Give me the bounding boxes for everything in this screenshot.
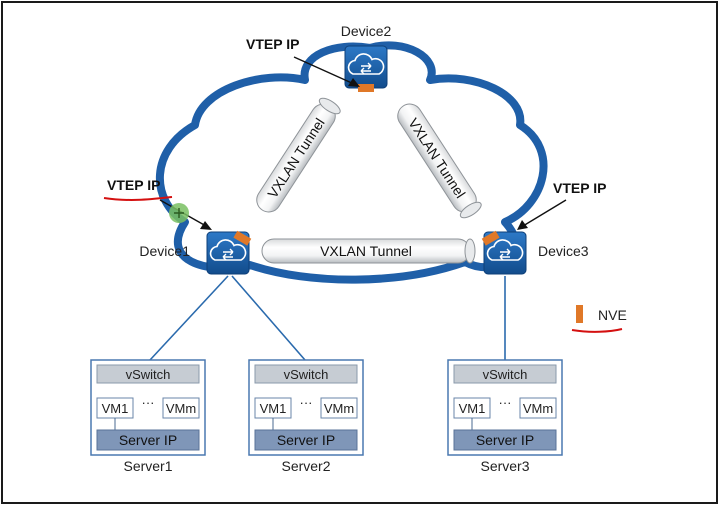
server1-name: Server1 (123, 458, 172, 474)
device3[interactable] (481, 230, 527, 275)
vtep-underline-device1 (103, 196, 173, 201)
nve-marker-device2 (358, 84, 374, 92)
device1[interactable] (206, 230, 252, 275)
vtep-arrow-device2 (293, 56, 355, 85)
nve-marker-device1 (233, 230, 252, 246)
device2-label: Device2 (341, 23, 392, 39)
server-3[interactable]: vSwitch VM1 ··· VMm Server IP (447, 359, 563, 456)
device2[interactable] (344, 45, 388, 92)
tunnel-bottom-label: VXLAN Tunnel (320, 243, 412, 259)
tunnel-left: VXLAN Tunnel (256, 97, 341, 213)
vswitch-label: vSwitch (284, 367, 329, 382)
server-links (149, 275, 506, 361)
vtep-arrow-device3 (522, 199, 567, 227)
vmm-label: VMm (324, 401, 354, 416)
server3-name: Server3 (480, 458, 529, 474)
server-2[interactable]: vSwitch VM1 ··· VMm Server IP (248, 359, 364, 456)
device3-label: Device3 (538, 243, 589, 259)
legend: NVE (571, 305, 627, 333)
server2-name: Server2 (281, 458, 330, 474)
vm1-label: VM1 (260, 401, 287, 416)
tunnel-right-label: VXLAN Tunnel (405, 115, 468, 201)
nve-marker-device3 (481, 230, 500, 246)
vswitch-label: vSwitch (126, 367, 171, 382)
server-1[interactable]: vSwitch VM1 ··· VMm Server IP (90, 359, 206, 456)
vm1-label: VM1 (459, 401, 486, 416)
device1-label: Device1 (139, 243, 190, 259)
tunnel-right: VXLAN Tunnel (397, 103, 482, 219)
arrowhead-icon (348, 78, 360, 87)
vm-dots: ··· (499, 395, 512, 410)
vm-dots: ··· (142, 395, 155, 410)
vswitch-label: vSwitch (483, 367, 528, 382)
cursor-plus-icon (169, 203, 189, 223)
tunnel-left-label: VXLAN Tunnel (264, 115, 327, 201)
vtep-label-device3: VTEP IP (553, 180, 606, 196)
vmm-label: VMm (166, 401, 196, 416)
arrowhead-icon (200, 221, 212, 230)
vmm-label: VMm (523, 401, 553, 416)
nve-legend-swatch (576, 305, 583, 323)
vtep-label-device2: VTEP IP (246, 36, 299, 52)
vtep-label-device1: VTEP IP (107, 177, 160, 193)
vm-dots: ··· (300, 395, 313, 410)
server-ip-label: Server IP (476, 432, 534, 448)
server-ip-label: Server IP (277, 432, 335, 448)
arrowhead-icon (517, 220, 528, 230)
nve-underline (571, 328, 623, 333)
link-device1-server2 (231, 275, 306, 361)
link-device1-server1 (149, 275, 229, 361)
tunnel-bottom: VXLAN Tunnel (261, 238, 476, 264)
server-ip-label: Server IP (119, 432, 177, 448)
nve-legend-label: NVE (598, 307, 627, 323)
vm1-label: VM1 (102, 401, 129, 416)
